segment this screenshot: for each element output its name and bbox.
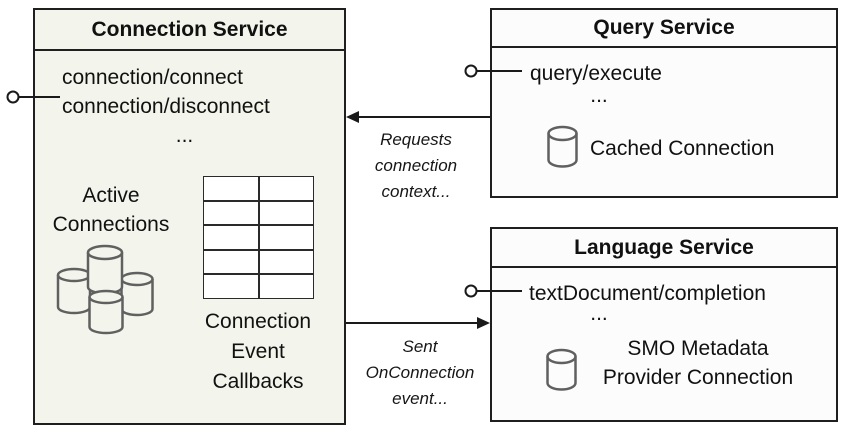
active-connections-label: Active Connections: [52, 184, 170, 236]
interface-circle: [464, 284, 478, 298]
callback-table-cell: [258, 225, 314, 250]
method-connection-connect: connection/connect: [62, 66, 243, 89]
callback-table-label: Connection Event Callbacks: [204, 310, 312, 393]
cylinder-bottom: [88, 289, 124, 335]
callback-table-cell: [258, 200, 314, 226]
callback-table-cell: [203, 225, 259, 250]
connection-methods: connection/connect connection/disconnect…: [62, 63, 307, 150]
query-ellipsis: ...: [590, 84, 608, 107]
cylinder-top: [86, 244, 124, 295]
interface-circle: [6, 90, 20, 104]
database-cluster-icon: [55, 243, 155, 335]
arrow-sent-head: [477, 317, 490, 329]
language-service-box: Language Service: [490, 227, 838, 422]
callback-table-cell: [258, 176, 314, 201]
cached-connection-label: Cached Connection: [590, 137, 775, 160]
smo-metadata-label: SMO Metadata Provider Connection: [602, 337, 794, 389]
query-service-title: Query Service: [492, 10, 836, 48]
database-icon: [546, 347, 577, 391]
callback-table-cell: [258, 274, 314, 299]
arrow-requests-head: [346, 111, 359, 123]
callback-table: [203, 176, 314, 299]
method-textdocument-completion: textDocument/completion: [529, 282, 766, 305]
method-query-execute: query/execute: [530, 62, 662, 85]
language-ellipsis: ...: [590, 302, 608, 325]
callback-table-cell: [203, 249, 259, 275]
connection-service-title: Connection Service: [35, 10, 344, 51]
methods-ellipsis: ...: [175, 124, 194, 147]
callback-table-cell: [203, 200, 259, 226]
language-service-title: Language Service: [492, 229, 836, 268]
query-service-box: Query Service: [490, 8, 838, 198]
interface-circle: [464, 64, 478, 78]
label-sent-onconnection-event: Sent OnConnection event...: [365, 337, 475, 408]
cylinder-right: [120, 271, 154, 317]
callback-table-cell: [203, 274, 259, 299]
callback-table-cell: [258, 249, 314, 275]
method-connection-disconnect: connection/disconnect: [62, 95, 270, 118]
cylinder-left: [56, 267, 92, 315]
label-requests-connection-context: Requests connection context...: [374, 130, 458, 201]
database-icon: [547, 124, 578, 168]
callback-table-cell: [203, 176, 259, 201]
